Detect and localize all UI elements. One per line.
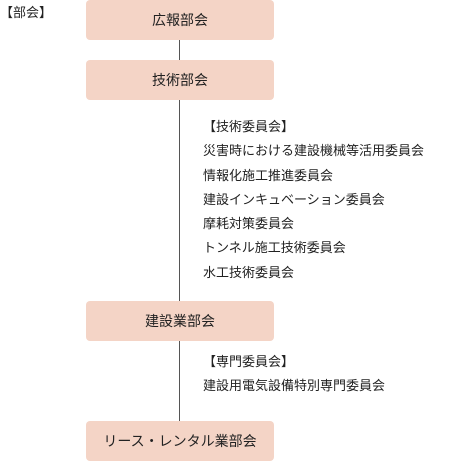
heading: 【部会】: [0, 6, 53, 21]
committee-item: 情報化施工推進委員会: [203, 168, 334, 184]
dept-box-lease-rental[interactable]: リース・レンタル業部会: [86, 421, 274, 461]
connector-line-2: [179, 100, 180, 301]
committee-item: 災害時における建設機械等活用委員会: [203, 144, 425, 160]
dept-box-construction[interactable]: 建設業部会: [86, 301, 274, 341]
dept-label: 建設業部会: [145, 314, 215, 330]
dept-box-public-relations[interactable]: 広報部会: [86, 0, 274, 40]
committee-item: 水工技術委員会: [203, 265, 295, 281]
committee-item: 建設インキュベーション委員会: [203, 192, 385, 208]
dept-box-technical[interactable]: 技術部会: [86, 60, 274, 100]
committee-group-label: 【技術委員会】: [203, 120, 295, 135]
committee-group-label: 【専門委員会】: [203, 355, 295, 370]
special-committee-list: 【専門委員会】 建設用電気設備特別専門委員会: [203, 351, 385, 400]
committee-item: 建設用電気設備特別専門委員会: [203, 379, 386, 395]
committee-item: 摩耗対策委員会: [203, 217, 295, 233]
technical-committee-list: 【技術委員会】 災害時における建設機械等活用委員会 情報化施工推進委員会 建設イ…: [203, 116, 424, 286]
connector-line-3: [179, 341, 180, 421]
dept-label: 技術部会: [152, 73, 208, 89]
dept-label: リース・レンタル業部会: [103, 434, 257, 450]
dept-label: 広報部会: [152, 13, 208, 29]
committee-item: トンネル施工技術委員会: [203, 241, 346, 257]
connector-line-1: [179, 40, 180, 60]
